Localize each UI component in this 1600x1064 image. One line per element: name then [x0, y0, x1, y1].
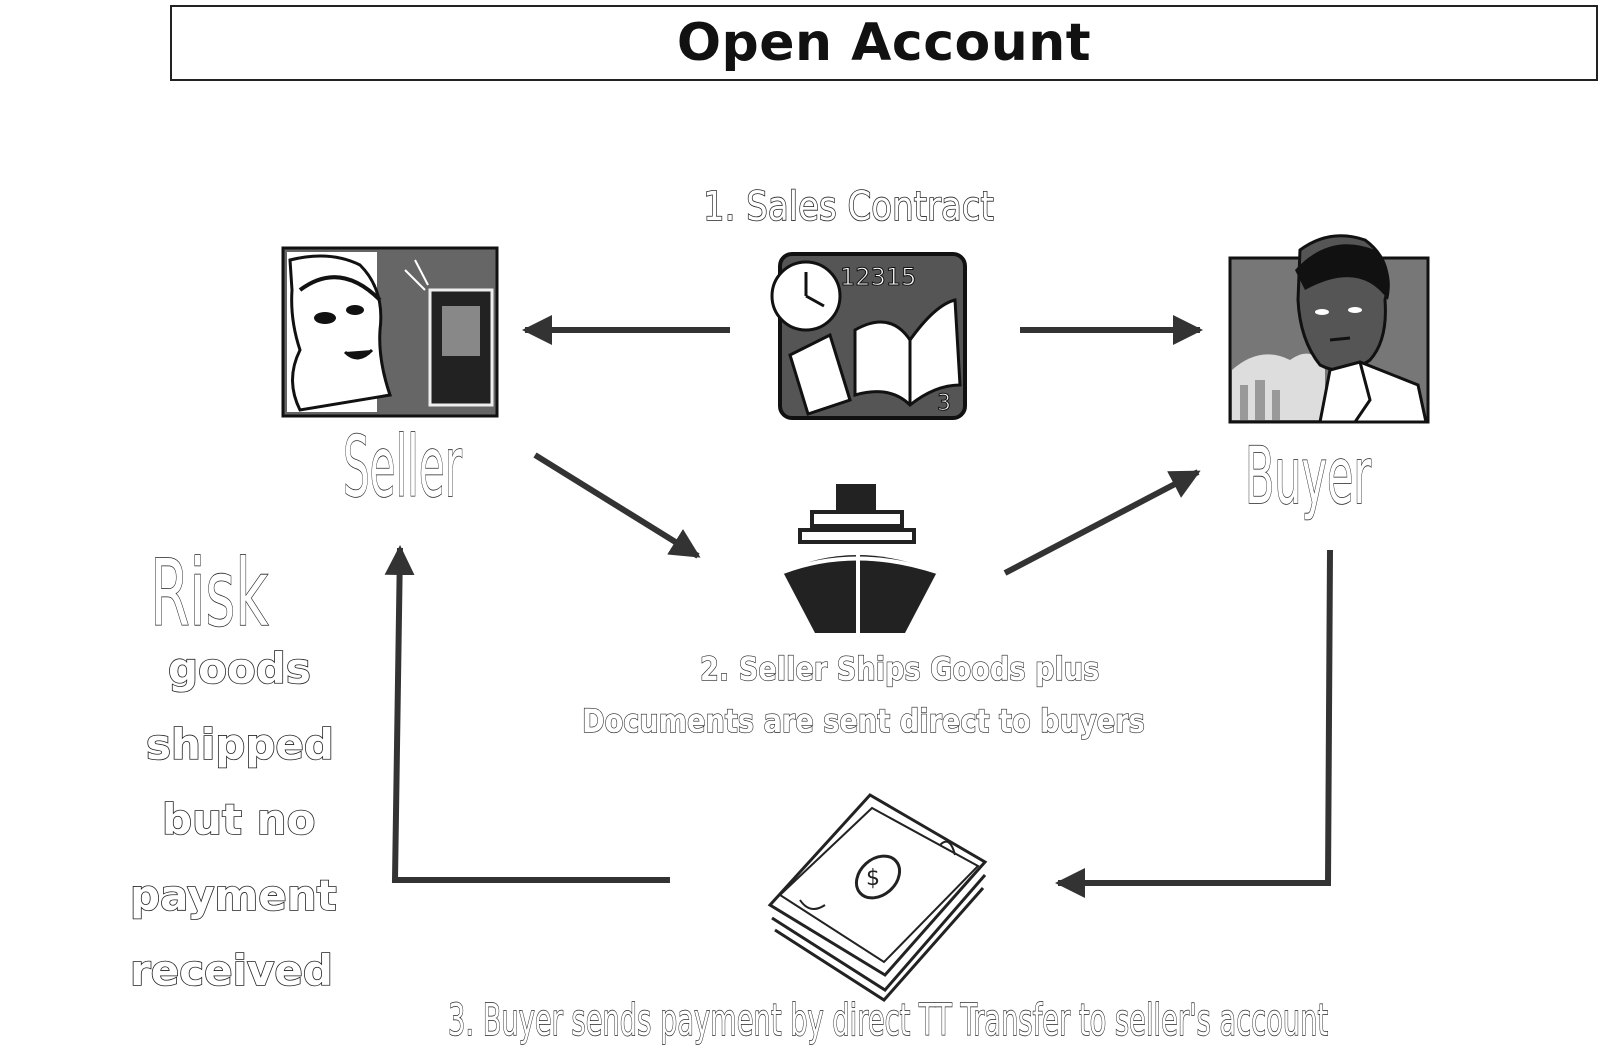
step1-label: 1. Sales Contract	[702, 183, 994, 231]
step2-line1: 2. Seller Ships Goods plus	[699, 649, 1100, 688]
title-box: Open Account	[170, 5, 1598, 81]
arrow-money-to-seller	[384, 545, 670, 883]
page-title: Open Account	[676, 13, 1092, 73]
clock-and-book-icon: 12315 3	[770, 252, 967, 420]
businessman-icon	[1228, 234, 1430, 424]
buyer-label: Buyer	[1245, 431, 1372, 523]
woman-at-computer-icon	[281, 246, 499, 418]
seller-label: Seller	[343, 417, 463, 517]
arrow-ship-to-buyer	[1003, 469, 1201, 576]
risk-line-but-no: but no	[161, 794, 316, 845]
ship-icon	[782, 484, 938, 633]
step2-line2: Documents are sent direct to buyers	[581, 701, 1145, 740]
arrow-seller-to-ship	[533, 452, 701, 559]
arrow-buyer-to-money	[1055, 549, 1333, 898]
risk-line-shipped: shipped	[145, 719, 335, 770]
svg-text:$: $	[866, 866, 880, 891]
svg-text:12315: 12315	[840, 263, 916, 291]
step3-label: 3. Buyer sends payment by direct TT Tran…	[448, 994, 1329, 1047]
svg-text:3: 3	[937, 391, 951, 416]
risk-line-received: received	[129, 945, 334, 996]
risk-line-goods: goods	[167, 643, 311, 694]
risk-line-payment: payment	[129, 870, 337, 921]
money-stack-icon: $	[767, 793, 988, 1002]
risk-heading: Risk	[150, 539, 269, 648]
